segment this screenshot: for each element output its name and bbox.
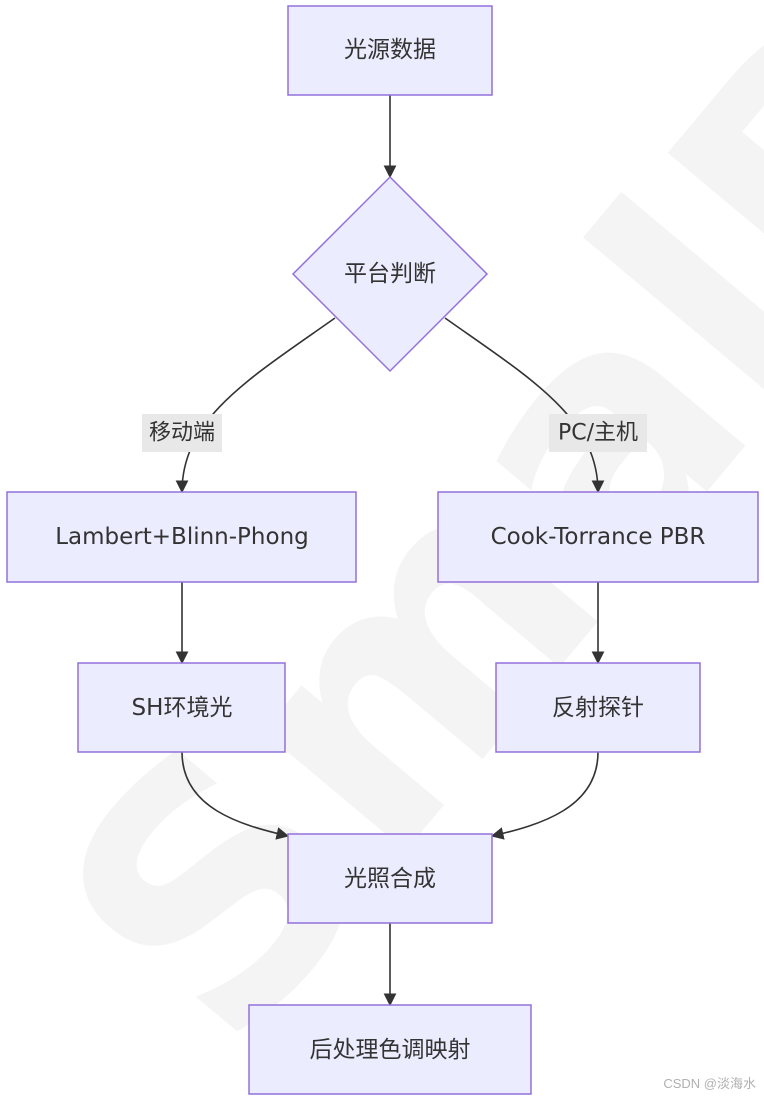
- edge-platform-to-cook-torrance: [444, 317, 605, 494]
- node-light-data-label: 光源数据: [344, 37, 436, 63]
- node-lambert: Lambert+Blinn-Phong: [6, 491, 357, 583]
- node-post-process: 后处理色调映射: [248, 1004, 532, 1095]
- edge-label-pc-text: PC/主机: [558, 421, 638, 446]
- edge-label-pc: PC/主机: [549, 414, 647, 452]
- edge-probe-to-composite: [490, 751, 599, 840]
- node-reflection-probe: 反射探针: [495, 662, 701, 753]
- node-platform-decision: 平台判断: [291, 175, 489, 373]
- node-reflection-probe-label: 反射探针: [552, 695, 644, 721]
- node-light-composite-label: 光照合成: [344, 866, 436, 892]
- node-post-process-label: 后处理色调映射: [310, 1037, 471, 1063]
- edge-sh-to-composite: [181, 751, 290, 840]
- edge-platform-to-lambert: [175, 317, 336, 494]
- node-cook-torrance: Cook-Torrance PBR: [437, 491, 759, 583]
- footer-credit: CSDN @淡海水: [663, 1076, 756, 1091]
- node-sh-ambient: SH环境光: [77, 662, 286, 753]
- edge-label-mobile: 移动端: [142, 414, 222, 452]
- node-platform-decision-label: 平台判断: [344, 261, 436, 287]
- node-lambert-label: Lambert+Blinn-Phong: [55, 524, 309, 550]
- node-cook-torrance-label: Cook-Torrance PBR: [491, 524, 706, 550]
- edge-label-mobile-text: 移动端: [149, 421, 215, 446]
- node-sh-ambient-label: SH环境光: [132, 695, 233, 721]
- node-light-composite: 光照合成: [287, 833, 493, 924]
- node-light-data: 光源数据: [287, 5, 493, 96]
